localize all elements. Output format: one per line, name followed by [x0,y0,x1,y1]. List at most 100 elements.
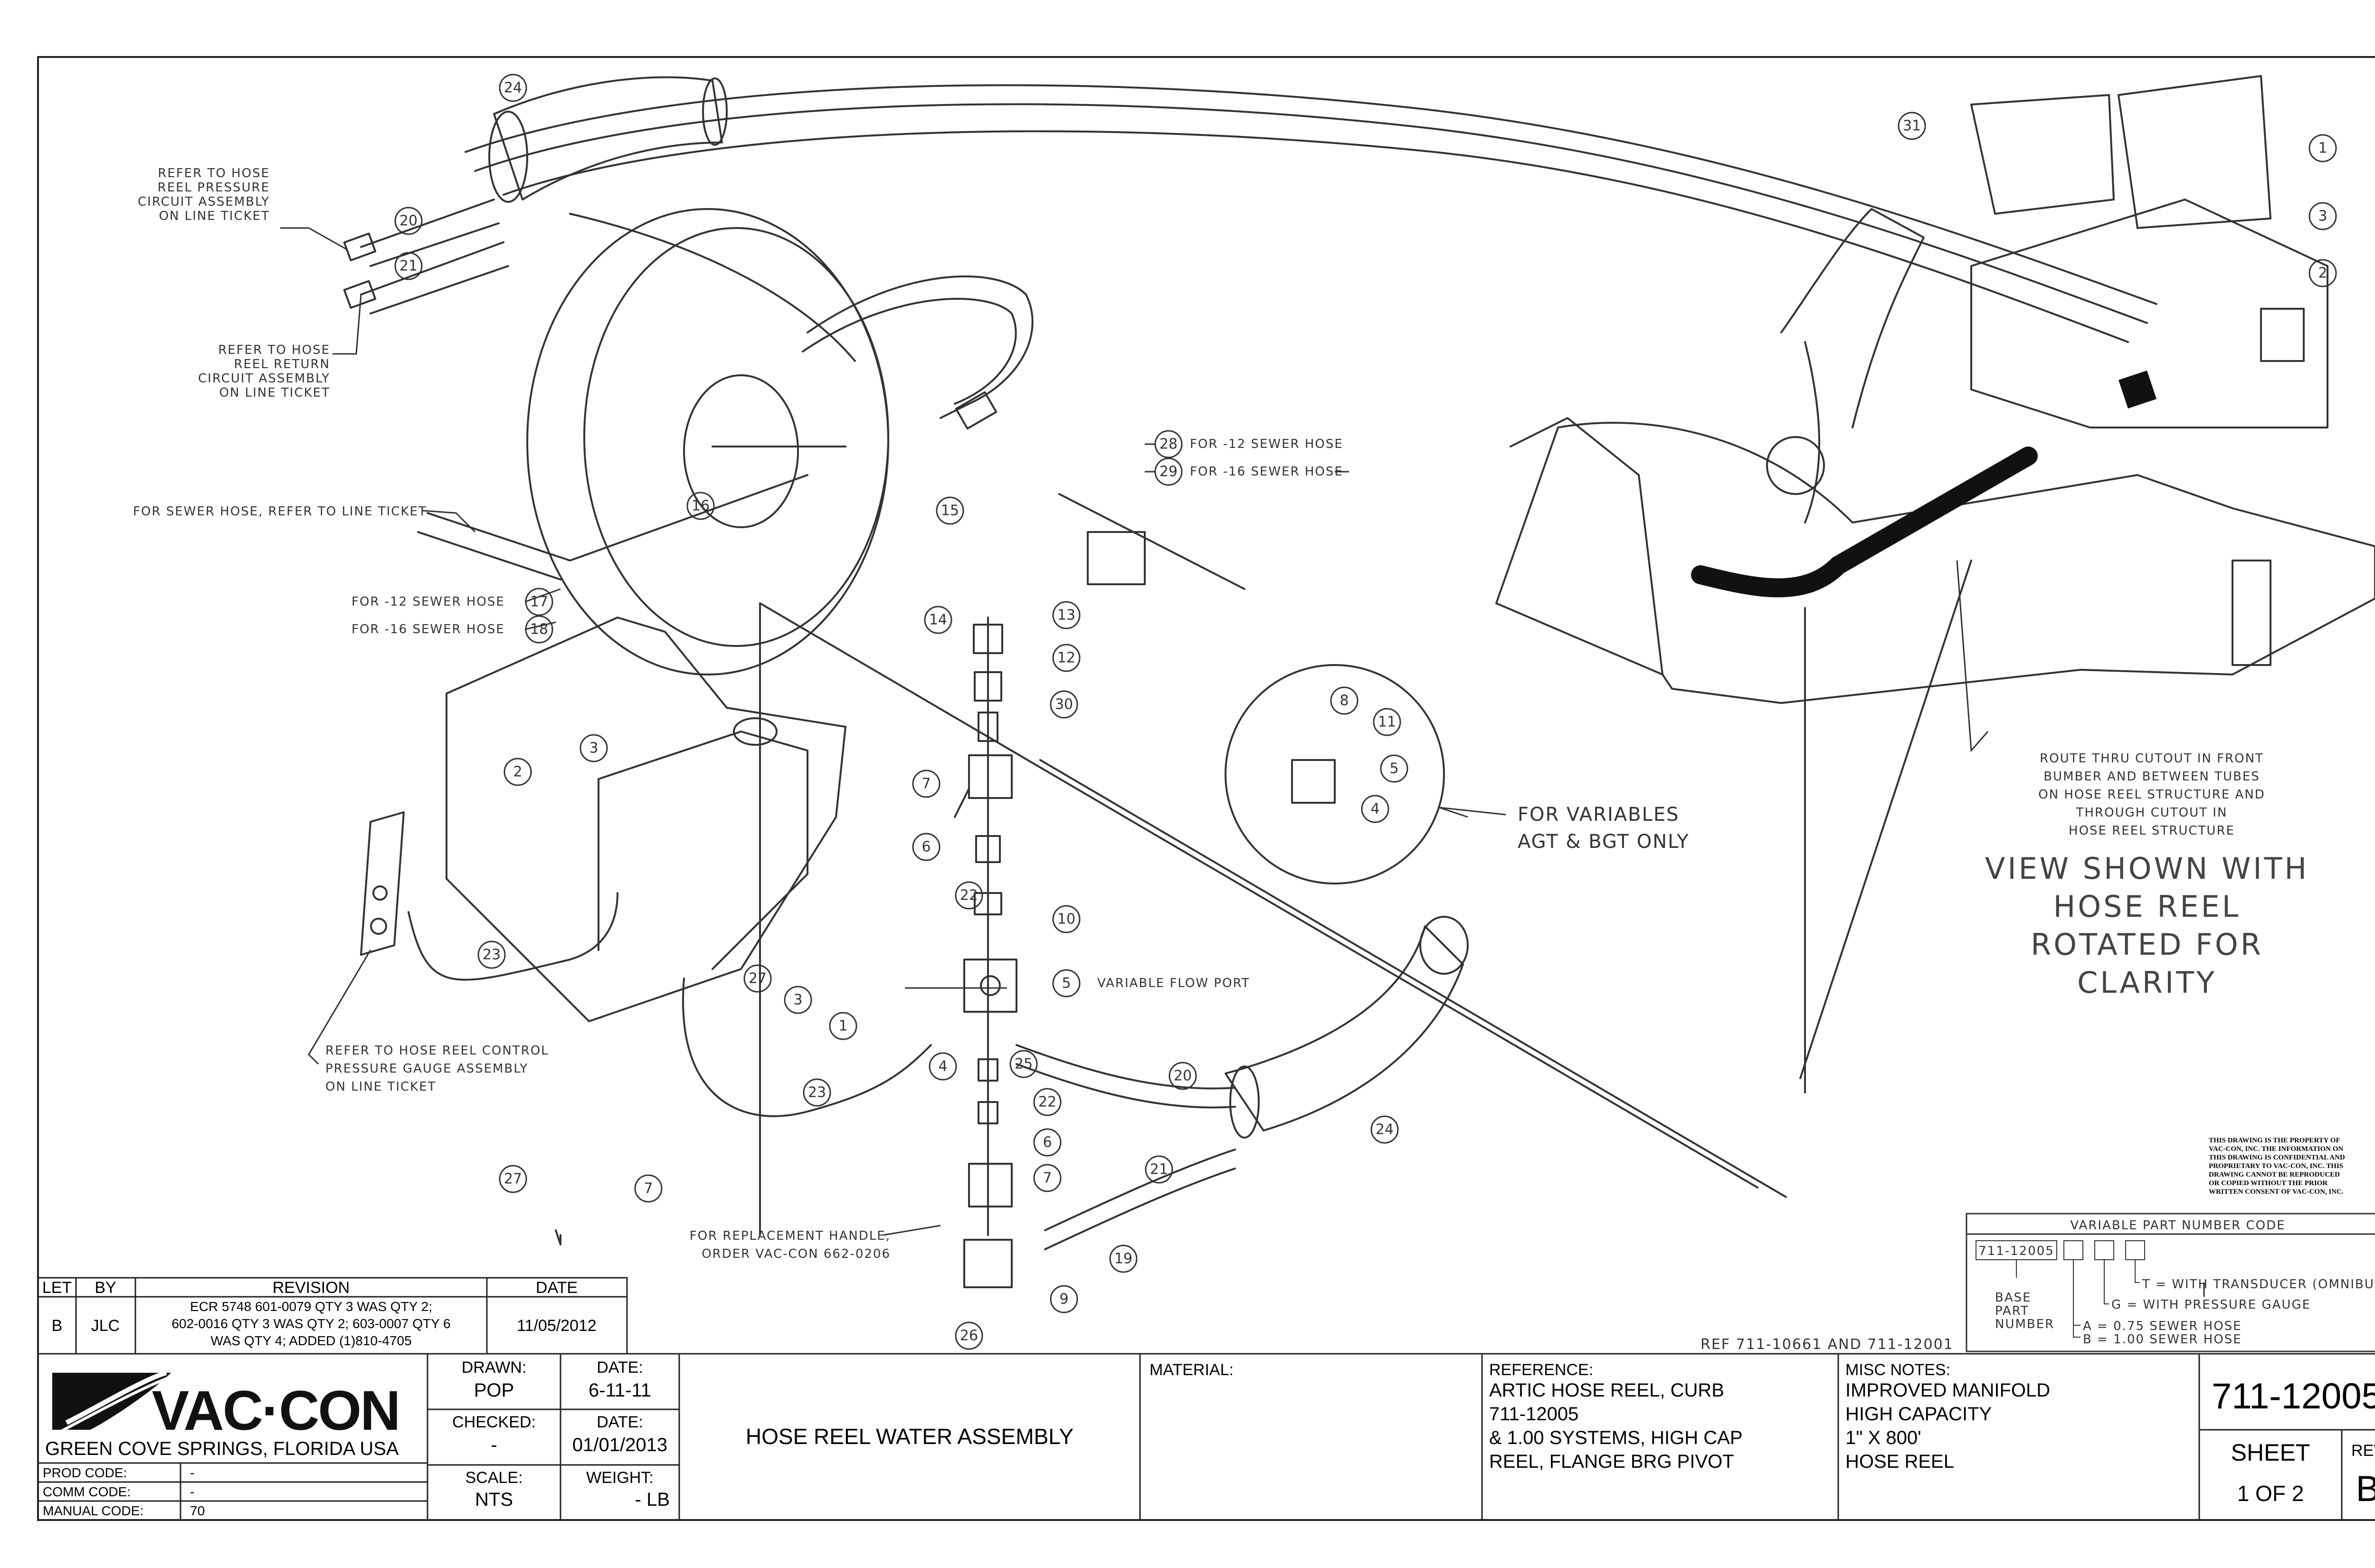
scale-label: SCALE: [466,1469,523,1487]
comm-code-value: - [190,1484,194,1499]
svg-text:7: 7 [922,776,931,792]
balloon-30: 30 [1050,690,1078,719]
svg-text:4: 4 [938,1058,947,1075]
svg-text:CLARITY: CLARITY [2077,965,2217,1000]
svg-text:8: 8 [1340,693,1349,709]
svg-text:AGT & BGT ONLY: AGT & BGT ONLY [1518,831,1690,853]
svg-text:25: 25 [1015,1056,1033,1073]
variable-code-box: VARIABLE PART NUMBER CODE 711-12005 T = … [1966,1213,2375,1352]
balloon-21b: 21 [1145,1155,1173,1184]
reference-note: REF 711-10661 AND 711-12001 [1700,1336,1954,1353]
svg-text:30: 30 [1055,696,1073,713]
balloon-5a: 5 [1052,969,1081,998]
revision-block [37,1277,628,1355]
route-note: ROUTE THRU CUTOUT IN FRONT BUMBER AND BE… [2038,751,2264,838]
balloon-29: 29 [1154,457,1183,486]
drawn-date-value: 6-11-11 [589,1380,651,1401]
svg-text:11: 11 [1378,714,1396,731]
svg-text:3: 3 [793,992,802,1008]
rev-row-let: B [52,1317,63,1335]
sewer-16-note: FOR -16 SEWER HOSE [352,622,505,637]
svg-text:THIS DRAWING IS CONFIDENTIAL A: THIS DRAWING IS CONFIDENTIAL AND [2209,1154,2345,1161]
prod-code-value: - [190,1465,194,1480]
balloon-16: 16 [686,492,715,520]
balloon-23a: 23 [477,941,506,969]
svg-text:20: 20 [1174,1068,1192,1084]
balloon-9: 9 [1050,1285,1078,1313]
balloon-26: 26 [955,1321,983,1350]
svg-text:BUMBER AND BETWEEN TUBES: BUMBER AND BETWEEN TUBES [2043,770,2260,784]
checked-date-label: DATE: [597,1413,643,1431]
rev-value: B [2356,1469,2375,1509]
svg-text:23: 23 [808,1084,826,1101]
balloon-7b: 7 [1033,1164,1062,1192]
svg-text:12: 12 [1057,650,1075,666]
svg-text:REFER TO HOSE: REFER TO HOSE [158,166,270,181]
svg-text:1: 1 [838,1018,847,1035]
svg-text:A = 0.75 SEWER HOSE: A = 0.75 SEWER HOSE [2083,1319,2242,1333]
rev-row-desc-1: ECR 5748 601-0079 QTY 3 WAS QTY 2; [190,1299,432,1314]
balloon-24b: 24 [1370,1115,1399,1144]
variable-flow-note: VARIABLE FLOW PORT [1097,976,1250,990]
balloon-8: 8 [1330,686,1358,715]
balloon-4b: 4 [1361,795,1389,823]
reference-line-3: & 1.00 SYSTEMS, HIGH CAP [1489,1427,1743,1448]
prod-code-label: PROD CODE: [43,1465,127,1480]
rev-row-desc-2: 602-0016 QTY 3 WAS QTY 2; 603-0007 QTY 6 [171,1316,450,1331]
svg-text:19: 19 [1114,1251,1132,1267]
svg-text:5: 5 [1062,975,1071,992]
sewer-hose-note: FOR SEWER HOSE, REFER TO LINE TICKET [133,504,427,519]
clamp-12-note: FOR -12 SEWER HOSE [1190,437,1343,451]
svg-text:REEL PRESSURE: REEL PRESSURE [158,181,270,195]
rev-row-by: JLC [91,1317,120,1335]
svg-text:21: 21 [1150,1161,1168,1178]
checked-value: - [491,1435,497,1455]
svg-text:7: 7 [644,1180,653,1197]
misc-notes-label: MISC NOTES: [1845,1361,1950,1379]
svg-text:VARIABLE PART NUMBER CODE: VARIABLE PART NUMBER CODE [2070,1218,2285,1233]
svg-text:ROTATED FOR: ROTATED FOR [2031,927,2263,962]
leader-lines [280,227,2205,1297]
svg-text:1: 1 [2318,140,2327,157]
drawing-title: HOSE REEL WATER ASSEMBLY [746,1424,1074,1449]
svg-text:5: 5 [1389,760,1398,777]
svg-text:2: 2 [513,764,522,780]
svg-text:OR COPIED WITHOUT THE PRIOR: OR COPIED WITHOUT THE PRIOR [2209,1179,2328,1187]
svg-text:22: 22 [960,887,978,904]
svg-text:ON LINE TICKET: ON LINE TICKET [219,386,330,400]
comm-code-label: COMM CODE: [43,1484,131,1499]
svg-text:WRITTEN CONSENT OF VAC-CON, IN: WRITTEN CONSENT OF VAC-CON, INC. [2209,1188,2344,1196]
svg-text:31: 31 [1903,118,1921,134]
sheet-label: SHEET [2231,1439,2310,1466]
balloon-2a: 2 [504,758,532,786]
svg-text:ON LINE TICKET: ON LINE TICKET [159,209,270,223]
balloon-27b: 27 [743,964,772,993]
svg-text:711-12005: 711-12005 [1978,1244,2054,1258]
sheet-value: 1 OF 2 [2237,1481,2304,1506]
svg-text:ORDER VAC-CON 662-0206: ORDER VAC-CON 662-0206 [702,1247,891,1261]
weight-label: WEIGHT: [586,1469,654,1487]
svg-text:23: 23 [483,947,501,963]
svg-text:29: 29 [1159,464,1178,480]
svg-text:T = WITH TRANSDUCER (OMNIBUS): T = WITH TRANSDUCER (OMNIBUS) [2142,1277,2375,1292]
svg-text:21: 21 [399,258,418,275]
svg-text:15: 15 [941,503,959,519]
balloon-6b: 6 [1033,1128,1062,1157]
svg-text:24: 24 [1376,1121,1394,1138]
variables-note: FOR VARIABLES AGT & BGT ONLY [1518,804,1690,853]
svg-text:14: 14 [929,612,947,628]
svg-text:ROUTE THRU CUTOUT IN FRONT: ROUTE THRU CUTOUT IN FRONT [2040,751,2264,766]
balloon-2b: 2 [2308,259,2337,287]
rev-header-date: DATE [536,1279,578,1297]
rev-header-let: LET [42,1279,72,1297]
control-gauge-note: REFER TO HOSE REEL CONTROL PRESSURE GAUG… [325,1044,548,1094]
svg-text:18: 18 [530,621,548,638]
pressure-circuit-note: REFER TO HOSE REEL PRESSURE CIRCUIT ASSE… [138,166,270,223]
balloon-15: 15 [936,496,964,525]
svg-text:20: 20 [399,213,418,229]
svg-text:24: 24 [504,80,522,96]
balloon-31: 31 [1898,112,1926,140]
view-note: VIEW SHOWN WITH HOSE REEL ROTATED FOR CL… [1985,851,2307,1000]
misc-line-1: IMPROVED MANIFOLD [1845,1380,2050,1401]
